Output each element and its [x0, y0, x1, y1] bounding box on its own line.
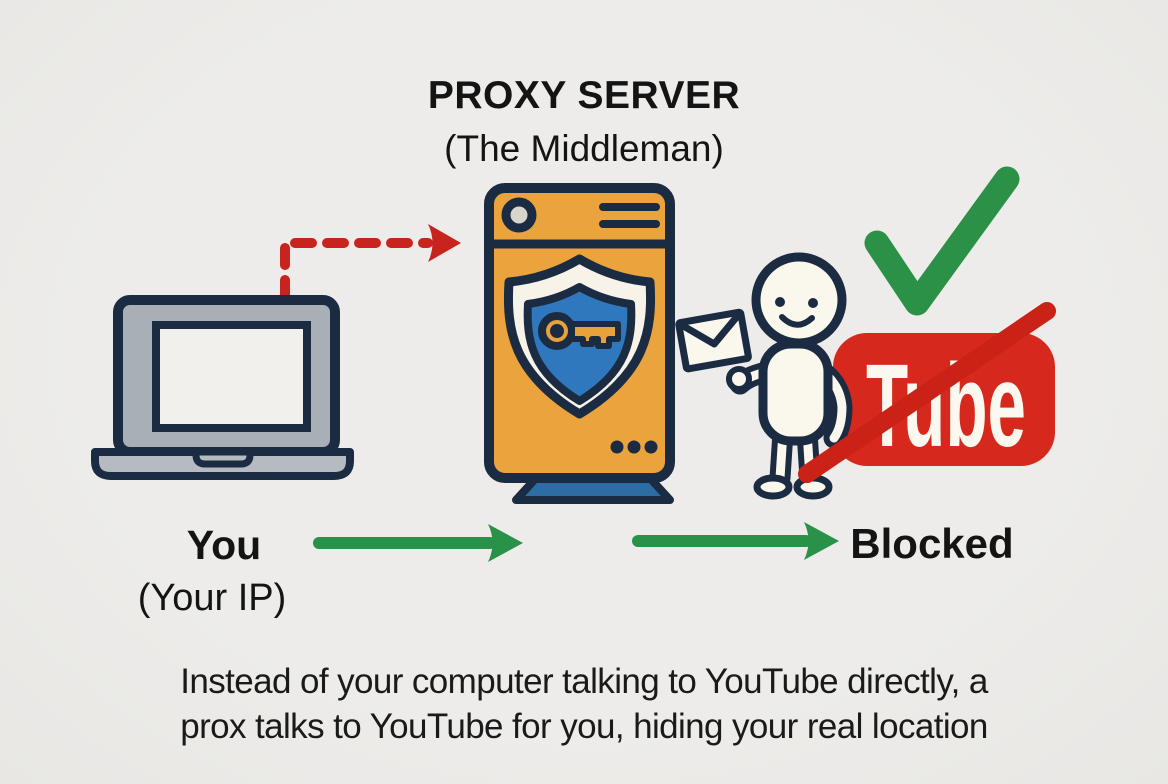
blocked-cross-line	[798, 302, 1056, 483]
shield-icon	[503, 254, 656, 419]
person-smile	[779, 314, 815, 328]
green-arrow-left	[313, 524, 523, 562]
proxy-subtitle: (The Middleman)	[444, 128, 724, 169]
your-ip-label: (Your IP)	[137, 577, 287, 619]
checkmark-icon	[864, 166, 1020, 316]
blocked-label: Blocked	[850, 520, 1014, 567]
caption-line-1: Instead of your computer talking to YouT…	[180, 662, 988, 701]
youtube-logo-text: Tube	[866, 340, 1026, 472]
youtube-logo: Tube	[833, 333, 1055, 472]
server-power-light	[501, 197, 537, 233]
person-left-eye	[775, 297, 785, 307]
laptop-icon	[91, 295, 354, 480]
caption-line-2: prox talks to YouTube for you, hiding yo…	[180, 707, 988, 746]
you-label: You	[186, 522, 262, 568]
person-hand	[726, 366, 752, 392]
key-icon	[538, 312, 621, 350]
proxy-server-icon	[484, 183, 675, 504]
envelope-icon	[675, 308, 752, 373]
proxy-title: PROXY SERVER	[427, 74, 741, 117]
green-arrow-right	[632, 522, 839, 560]
red-dashed-arrow	[280, 224, 461, 302]
person-right-eye	[808, 298, 818, 308]
